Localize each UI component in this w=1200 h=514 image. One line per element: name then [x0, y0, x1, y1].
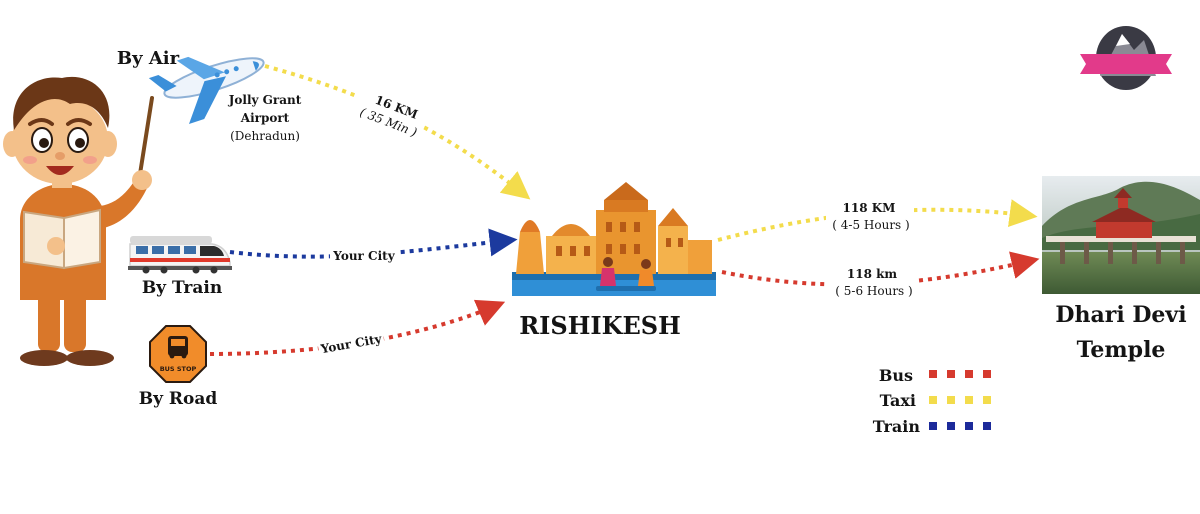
legend-item-bus: Bus [879, 366, 991, 385]
legend: Bus Taxi Train [873, 366, 991, 436]
taxi-route-label: 118 KM ( 4-5 Hours ) [826, 198, 914, 234]
legend-label-taxi: Taxi [880, 391, 916, 410]
hub-name: RISHIKESH [519, 311, 681, 340]
mode-label-air: By Air [117, 48, 180, 69]
mode-label-road: By Road [139, 389, 218, 409]
bus-route-label: 118 km ( 5-6 Hours ) [828, 264, 918, 300]
bus-route-time: ( 5-6 Hours ) [835, 284, 912, 298]
airport-label-line1: Jolly Grant [228, 93, 302, 107]
train-route-label: Your City [330, 246, 398, 264]
legend-item-train: Train [873, 417, 991, 436]
air-route-label: 16 KM ( 35 Min ) [347, 83, 431, 148]
bus-stop-sign-icon: BUS STOP [149, 325, 207, 383]
legend-item-taxi: Taxi [880, 391, 991, 410]
airplane-icon [148, 56, 265, 124]
mode-label-train: By Train [142, 278, 222, 298]
air-route-line [264, 64, 531, 200]
bus-route-distance: 118 km [847, 267, 898, 281]
destination-name-line1: Dhari Devi [1055, 302, 1186, 328]
bus-stop-sign-text: BUS STOP [160, 365, 197, 373]
mountain-logo [1080, 26, 1172, 90]
legend-label-train: Train [873, 417, 921, 436]
airport-label: Jolly Grant Airport (Dehradun) [228, 93, 302, 143]
road-route-label: Your City [316, 328, 386, 358]
rishikesh-ghat-illustration [512, 182, 716, 296]
airport-label-line2: Airport [240, 111, 290, 125]
train-icon [128, 236, 232, 274]
airport-label-line3: (Dehradun) [230, 129, 300, 143]
taxi-route-distance: 118 KM [843, 201, 896, 215]
train-route-text: Your City [332, 249, 395, 263]
temple-photo [1042, 176, 1200, 294]
teacher-boy-icon [3, 76, 154, 366]
destination-name-line2: Temple [1077, 337, 1166, 363]
taxi-route-time: ( 4-5 Hours ) [832, 218, 909, 232]
legend-label-bus: Bus [879, 366, 913, 385]
taxi-route-line [717, 199, 1038, 242]
